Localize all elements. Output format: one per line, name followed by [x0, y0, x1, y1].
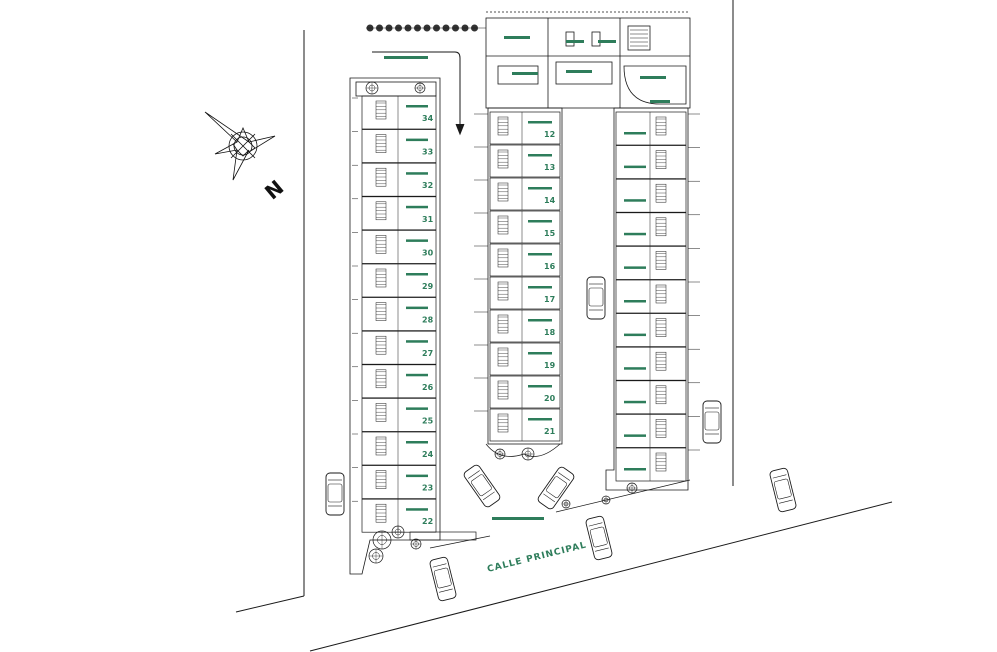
unit-number: 31 [422, 215, 434, 224]
unit-center: 18 [474, 309, 561, 343]
unit-right [615, 111, 700, 146]
right-block [605, 107, 689, 491]
unit-number: 34 [422, 114, 434, 123]
trees [365, 81, 638, 564]
stair-icon [630, 29, 648, 47]
unit-right [615, 178, 700, 213]
tree-icon [410, 538, 422, 550]
site-boundaries [235, 0, 893, 652]
unit-number: 14 [544, 196, 556, 205]
tree-icon [414, 82, 426, 94]
unit-number: 28 [422, 316, 434, 325]
unit-number: 15 [544, 229, 556, 238]
unit-number: 22 [422, 517, 433, 526]
unit-center: 16 [474, 243, 561, 277]
unit-number: 27 [422, 349, 433, 358]
unit-right [615, 346, 700, 381]
unit-right [615, 447, 700, 482]
tree-icon [368, 548, 384, 564]
center-units: 12 13 14 15 16 17 18 19 20 21 [474, 111, 561, 442]
unit-left: 25 [352, 398, 437, 432]
top-tree-row [366, 24, 486, 32]
unit-center: 15 [474, 210, 561, 244]
street-label: CALLE PRINCIPAL [486, 540, 588, 574]
unit-right [615, 246, 700, 280]
amenity-building [485, 11, 691, 109]
unit-center: 13 [474, 144, 561, 178]
unit-number: 12 [544, 130, 555, 139]
car-icon [429, 556, 457, 602]
unit-number: 33 [422, 148, 433, 157]
unit-center: 20 [474, 375, 561, 409]
tree-icon [365, 81, 379, 95]
car-icon [325, 472, 345, 516]
unit-left: 27 [352, 330, 437, 365]
entry-arrow [372, 51, 465, 136]
unit-number: 25 [422, 416, 434, 425]
unit-number: 16 [544, 262, 556, 271]
car-icon [585, 515, 613, 561]
tree-icon [521, 447, 535, 461]
unit-left: 29 [352, 263, 437, 298]
tree-icon [391, 525, 405, 539]
unit-left: 24 [352, 431, 437, 466]
unit-number: 32 [422, 181, 433, 190]
unit-number: 26 [422, 383, 434, 392]
right-units [615, 111, 700, 482]
car-icon [769, 467, 797, 513]
unit-center: 21 [474, 408, 561, 442]
tree-icon [601, 495, 611, 505]
unit-number: 21 [544, 427, 556, 436]
unit-left: 32 [352, 162, 437, 197]
unit-left: 31 [352, 196, 437, 231]
unit-right [615, 313, 700, 347]
unit-right [615, 414, 700, 448]
north-arrow-icon: N [204, 111, 288, 204]
unit-number: 19 [544, 361, 556, 370]
car-icon [537, 466, 575, 510]
unit-left: 26 [352, 364, 437, 399]
unit-left: 33 [352, 129, 437, 163]
unit-center: 12 [474, 111, 561, 145]
left-units: 34 33 32 31 30 29 28 27 26 25 24 23 22 [352, 95, 437, 533]
car-icon [702, 400, 722, 444]
unit-left: 23 [352, 465, 437, 499]
unit-left: 22 [352, 498, 437, 533]
car-icon [586, 276, 606, 320]
unit-right [615, 145, 700, 179]
unit-center: 14 [474, 177, 561, 211]
tree-icon [561, 499, 571, 509]
tree-icon [494, 448, 506, 460]
unit-number: 13 [544, 163, 555, 172]
unit-right [615, 279, 700, 314]
unit-left: 34 [352, 95, 437, 130]
unit-right [615, 212, 700, 247]
unit-number: 30 [422, 248, 434, 257]
unit-number: 23 [422, 484, 433, 493]
car-icon [463, 464, 501, 508]
unit-left: 28 [352, 297, 437, 331]
unit-number: 18 [544, 328, 556, 337]
unit-right [615, 380, 700, 415]
unit-center: 19 [474, 342, 561, 376]
north-label: N [260, 175, 288, 204]
tree-icon [626, 482, 638, 494]
unit-number: 29 [422, 282, 434, 291]
unit-center: 17 [474, 276, 561, 310]
tree-icon [372, 530, 392, 550]
unit-left: 30 [352, 230, 437, 264]
unit-number: 24 [422, 450, 434, 459]
unit-number: 20 [544, 394, 556, 403]
unit-number: 17 [544, 295, 555, 304]
cars [325, 276, 797, 602]
